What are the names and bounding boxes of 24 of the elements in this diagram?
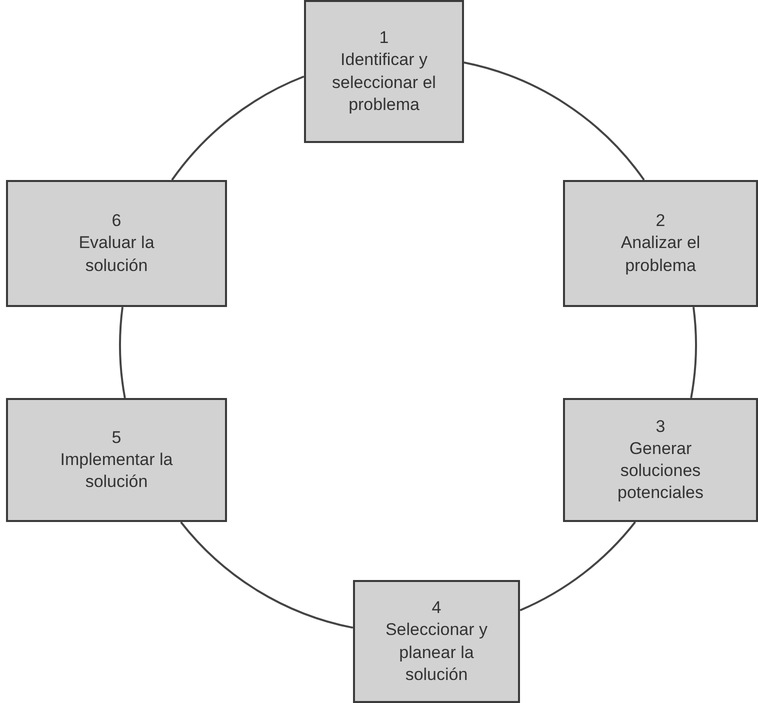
step-label: Analizar el problema <box>620 232 702 277</box>
connector-arc <box>180 521 354 629</box>
step-label: Evaluar la solución <box>78 232 156 277</box>
connector-arc <box>171 76 304 181</box>
step-number: 2 <box>656 210 666 232</box>
step-label: Seleccionar y planear la solución <box>384 619 489 686</box>
step-box <box>6 398 227 522</box>
connector-arc <box>464 62 645 181</box>
step-box <box>353 580 520 703</box>
step-number: 3 <box>656 416 666 438</box>
step-number: 6 <box>112 210 122 232</box>
connector-arc <box>520 521 636 612</box>
step-number: 4 <box>432 597 442 620</box>
step-box <box>563 398 758 522</box>
step-box <box>563 180 758 307</box>
step-label: Identificar y seleccionar el problema <box>331 49 437 116</box>
step-number: 1 <box>379 27 389 50</box>
step-label: Generar soluciones potenciales <box>616 438 704 504</box>
step-number: 5 <box>112 426 122 449</box>
connector-arc <box>119 307 126 398</box>
step-box <box>6 180 227 307</box>
connector-arc <box>690 307 697 398</box>
step-box <box>304 0 464 143</box>
step-label: Implementar la solución <box>59 448 174 494</box>
